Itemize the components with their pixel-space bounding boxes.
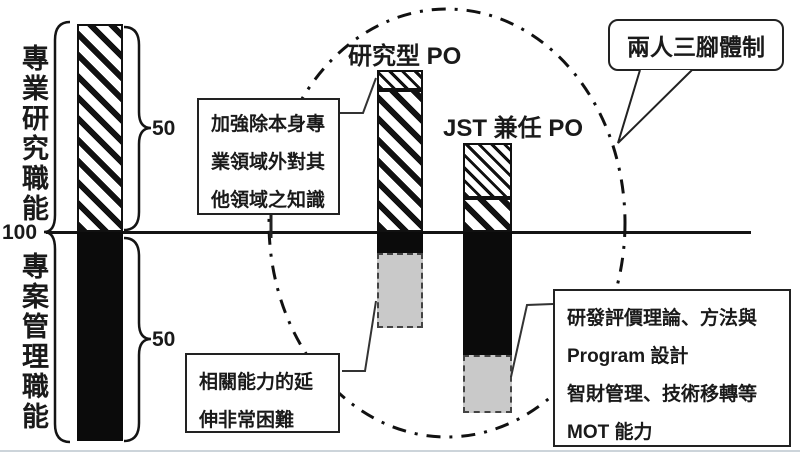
callout-extension-difficulty-box: 相關能力的延 伸非常困難 — [185, 353, 340, 433]
axis-label-project-management: 專案管理職能 — [18, 252, 48, 432]
connector-mot-to-jst-gray-segment — [510, 303, 554, 378]
right-brace-lower-50 — [123, 236, 152, 443]
research-po-bar — [377, 70, 423, 328]
speech-bubble-two-person-three-leg: 兩人三腳體制 — [608, 19, 784, 71]
jst-po-bar-segment-gray-dashed — [463, 355, 512, 413]
callout-mot-line: 研發評價理論、方法與 — [567, 308, 758, 329]
axis-value-50-lower: 50 — [152, 328, 176, 351]
callout-mot-capabilities-box: 研發評價理論、方法與 Program 設計 智財管理、技術移轉等 MOT 能力 — [553, 289, 791, 447]
axis-label-professional-research: 專業研究職能 — [18, 44, 48, 224]
research-po-bar-segment-hatch-coarse — [377, 90, 423, 232]
research-po-bar-segment-solid-black — [377, 232, 423, 253]
research-po-bar-segment-gray-dashed — [377, 253, 423, 328]
jst-po-bar-segment-hatch-fine — [463, 143, 512, 198]
callout-knowledge-line: 加強除本身專 — [211, 114, 326, 135]
callout-mot-line: MOT 能力 — [567, 422, 653, 443]
connector-knowledge-to-research-bar — [340, 77, 377, 114]
callout-extension-line: 相關能力的延 — [199, 372, 314, 393]
connector-extension-to-gray-segment — [342, 300, 377, 372]
research-po-bar-segment-hatch-fine — [377, 70, 423, 90]
callout-knowledge-line: 他領域之知識 — [211, 190, 326, 211]
bar-label-jst-po: JST 兼任 PO — [443, 115, 584, 142]
callout-mot-line: 智財管理、技術移轉等 — [567, 384, 758, 405]
callout-extension-line: 伸非常困難 — [199, 410, 295, 431]
axis-value-100: 100 — [2, 221, 38, 244]
speech-bubble-tail — [617, 69, 693, 144]
main-bar — [77, 24, 123, 441]
jst-po-bar-segment-solid-black — [463, 232, 512, 355]
jst-po-bar-segment-hatch-coarse — [463, 198, 512, 232]
slide-bottom-edge — [0, 450, 800, 452]
main-bar-segment-solid-black — [77, 232, 123, 441]
right-brace-upper-50 — [123, 25, 152, 232]
callout-knowledge-box: 加強除本身專 業領域外對其 他領域之知識 — [197, 98, 340, 215]
bar-label-research-po: 研究型 PO — [348, 43, 462, 70]
axis-value-50-upper: 50 — [152, 117, 176, 140]
callout-knowledge-line: 業領域外對其 — [211, 152, 326, 173]
jst-po-bar — [463, 143, 512, 413]
callout-mot-line: Program 設計 — [567, 346, 689, 367]
main-bar-segment-hatch-coarse — [77, 24, 123, 232]
